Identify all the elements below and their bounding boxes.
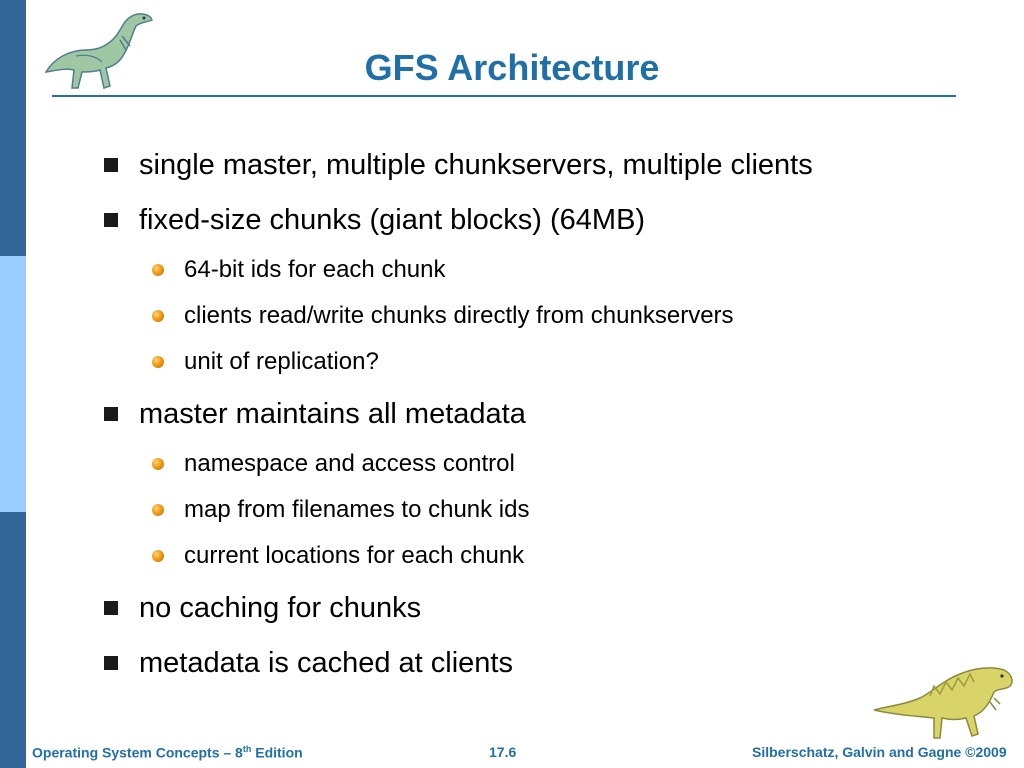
sub-bullet-text: clients read/write chunks directly from … bbox=[184, 302, 734, 329]
footer-book-title: Operating System Concepts – 8th Edition bbox=[32, 744, 303, 761]
bullet-text: metadata is cached at clients bbox=[139, 647, 513, 679]
sub-bullet-text: current locations for each chunk bbox=[184, 542, 525, 569]
footer-page-number: 17.6 bbox=[489, 744, 517, 760]
left-strip-bottom bbox=[0, 512, 26, 768]
bullet-text: master maintains all metadata bbox=[139, 398, 526, 430]
round-bullet-icon bbox=[152, 310, 164, 322]
slide-title: GFS Architecture bbox=[364, 47, 660, 88]
round-bullet-icon bbox=[152, 504, 164, 516]
title-underline bbox=[52, 95, 956, 97]
dinosaur-icon bbox=[44, 13, 153, 89]
sub-bullet-text: map from filenames to chunk ids bbox=[184, 496, 530, 523]
left-strip-middle bbox=[0, 256, 26, 512]
left-strip-top bbox=[0, 0, 26, 256]
bullet-text: fixed-size chunks (giant blocks) (64MB) bbox=[139, 204, 646, 236]
square-bullet-icon bbox=[104, 158, 118, 172]
square-bullet-icon bbox=[104, 407, 118, 421]
sub-bullet-text: unit of replication? bbox=[184, 348, 379, 375]
square-bullet-icon bbox=[104, 601, 118, 615]
round-bullet-icon bbox=[152, 550, 164, 562]
bullet-text: no caching for chunks bbox=[139, 592, 422, 624]
round-bullet-icon bbox=[152, 264, 164, 276]
round-bullet-icon bbox=[152, 458, 164, 470]
sub-bullet-text: 64-bit ids for each chunk bbox=[184, 256, 446, 283]
sub-bullet-text: namespace and access control bbox=[184, 450, 515, 477]
round-bullet-icon bbox=[152, 356, 164, 368]
square-bullet-icon bbox=[104, 656, 118, 670]
dinosaur-icon bbox=[873, 667, 1013, 739]
footer-authors: Silberschatz, Galvin and Gagne ©2009 bbox=[752, 744, 1007, 760]
square-bullet-icon bbox=[104, 213, 118, 227]
bullet-text: single master, multiple chunkservers, mu… bbox=[139, 149, 813, 181]
